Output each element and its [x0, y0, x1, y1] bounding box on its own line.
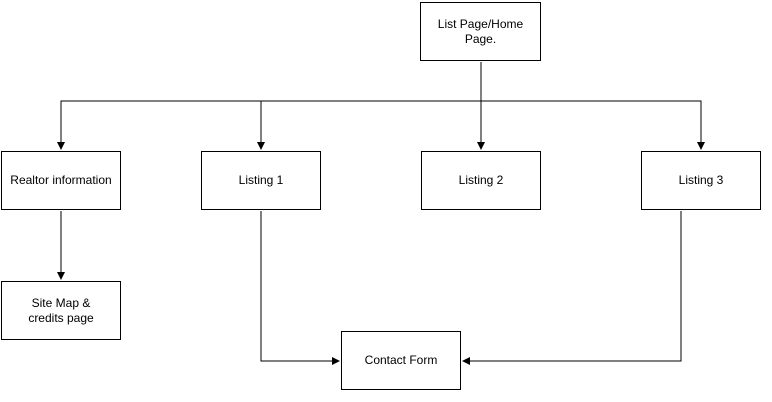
node-contact-form-label: Contact Form	[364, 353, 438, 367]
node-listing-1-label: Listing 1	[238, 173, 284, 187]
node-site-map-credits[interactable]: Site Map & credits page	[1, 281, 121, 340]
node-site-map-credits-label: Site Map & credits page	[28, 295, 94, 325]
node-contact-form[interactable]: Contact Form	[341, 331, 461, 390]
node-listing-1[interactable]: Listing 1	[201, 151, 321, 210]
edge-home-to-listing3	[481, 100, 705, 150]
node-realtor-information-label: Realtor information	[10, 173, 112, 187]
node-listing-2[interactable]: Listing 2	[421, 151, 541, 210]
edge-home-to-realtor	[57, 62, 482, 150]
node-home-page-label: List Page/Home Page.	[437, 16, 524, 46]
node-listing-2-label: Listing 2	[458, 173, 504, 187]
node-home-page[interactable]: List Page/Home Page.	[420, 2, 541, 61]
edge-listing1-to-contact	[260, 211, 340, 365]
node-realtor-information[interactable]: Realtor information	[1, 151, 121, 210]
node-listing-3[interactable]: Listing 3	[641, 151, 761, 210]
edge-listing3-to-contact	[462, 211, 682, 365]
edge-home-to-listing1	[257, 100, 481, 150]
node-listing-3-label: Listing 3	[678, 173, 724, 187]
